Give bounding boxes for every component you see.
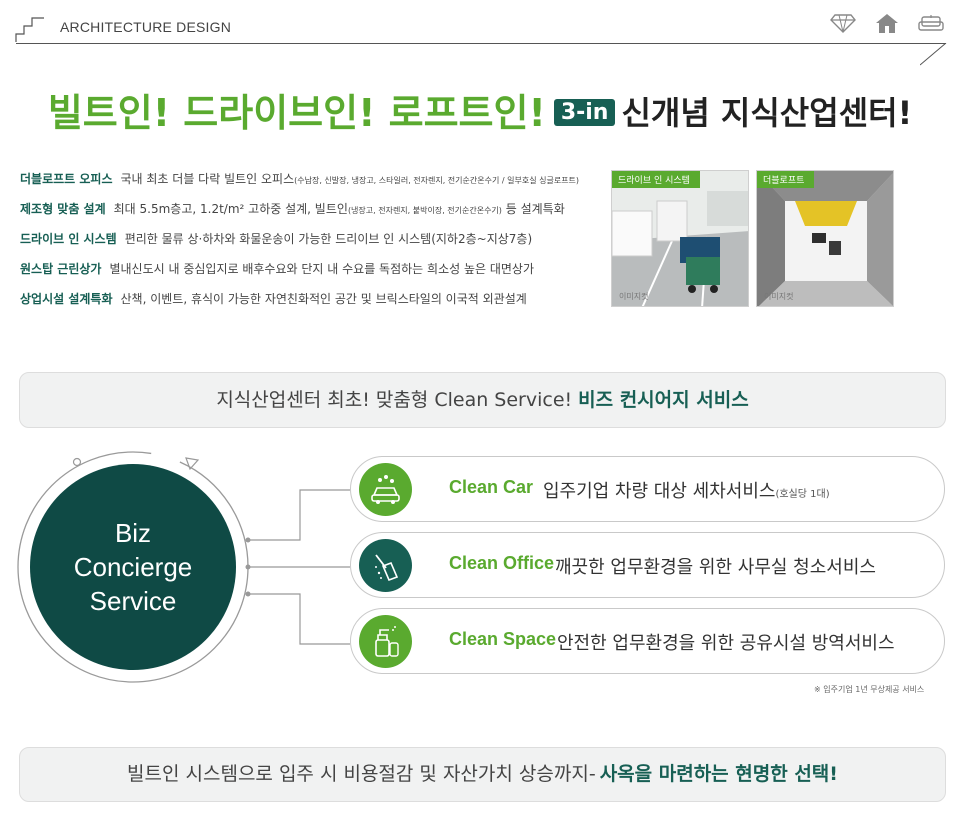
service-desc: 입주기업 차량 대상 세차서비스(호실당 1대)	[543, 477, 830, 503]
service-name: Clean Office	[449, 553, 555, 573]
feature-note: (냉장고, 전자렌지, 붙박이장, 전기순간온수기)	[347, 206, 502, 215]
three-in-badge: 3-in	[553, 99, 616, 126]
feature-row: 더블로프트 오피스 국내 최초 더블 다락 빌트인 오피스(수납장, 신발장, 냉…	[20, 167, 600, 191]
service-clean-office: Clean Office 깨끗한 업무환경을 위한 사무실 청소서비스	[350, 532, 945, 598]
drive-in-photo: 드라이브 인 시스템 이미지컷	[611, 170, 749, 307]
feature-note: (수납장, 신발장, 냉장고, 스타일러, 전자렌지, 전기순간온수기 / 일부…	[294, 176, 580, 185]
feature-row: 원스탑 근린상가 별내신도시 내 중심입지로 배후수요와 단지 내 수요를 독점하…	[20, 257, 600, 281]
stairs-logo-icon	[15, 17, 44, 42]
feature-text: 산책, 이벤트, 휴식이 가능한 자연친화적인 공간 및 브릭스타일의 이국적 …	[120, 292, 527, 306]
photo-caption: 이미지컷	[619, 292, 649, 301]
feature-key: 더블로프트 오피스	[20, 172, 113, 186]
header-divider	[16, 43, 946, 44]
service-desc: 안전한 업무환경을 위한 공유시설 방역서비스	[557, 629, 895, 655]
service-connectors	[17, 451, 350, 683]
photo-tag: 드라이브 인 시스템	[612, 171, 700, 188]
feature-text: 편리한 물류 상·하차와 화물운송이 가능한 드리이브 인 시스템(지하2층~지…	[124, 232, 533, 246]
biz-concierge-circle: Biz Concierge Service	[18, 452, 248, 682]
double-loft-photo: 더블로프트 이미지컷	[756, 170, 894, 307]
feature-text: 국내 최초 더블 다락 빌트인 오피스	[120, 172, 295, 186]
car-wash-icon	[359, 463, 412, 516]
feature-key: 드라이브 인 시스템	[20, 232, 117, 246]
concierge-banner: 지식산업센터 최초! 맞춤형 Clean Service!비즈 컨시어지 서비스	[19, 372, 946, 428]
closing-banner: 빌트인 시스템으로 입주 시 비용절감 및 자산가치 상승까지-사옥을 마련하는…	[19, 747, 946, 802]
header: ARCHITECTURE DESIGN	[0, 0, 960, 70]
feature-list: 더블로프트 오피스 국내 최초 더블 다락 빌트인 오피스(수납장, 신발장, 냉…	[20, 167, 600, 317]
headline-concept: 신개념 지식산업센터!	[621, 94, 913, 132]
feature-key: 상업시설 설계특화	[20, 292, 113, 306]
service-name: Clean Car	[449, 477, 534, 497]
home-icon[interactable]	[874, 12, 900, 34]
concierge-banner-text: 지식산업센터 최초! 맞춤형 Clean Service!	[216, 389, 573, 411]
sofa-icon[interactable]	[918, 12, 944, 34]
photo-tag: 더블로프트	[757, 171, 815, 188]
diamond-icon[interactable]	[830, 12, 856, 34]
double-loft-illustration	[757, 171, 893, 306]
broom-icon	[359, 539, 412, 592]
headline-three-in: 빌트인! 드라이브인! 로프트인!	[47, 91, 546, 135]
feature-row: 드라이브 인 시스템 편리한 물류 상·하차와 화물운송이 가능한 드리이브 인 …	[20, 227, 600, 251]
feature-row: 제조형 맞춤 설계 최대 5.5m층고, 1.2t/m² 고하중 설계, 빌트인(…	[20, 197, 600, 221]
feature-text: 별내신도시 내 중심입지로 배후수요와 단지 내 수요를 독점하는 희소성 높은…	[109, 262, 535, 276]
closing-banner-highlight: 사옥을 마련하는 현명한 선택!	[599, 763, 838, 785]
biz-concierge-title: Biz Concierge Service	[30, 464, 236, 670]
biz-line: Service	[89, 586, 177, 616]
feature-text: 최대 5.5m층고, 1.2t/m² 고하중 설계, 빌트인	[113, 202, 348, 216]
feature-key: 제조형 맞춤 설계	[20, 202, 106, 216]
service-desc-text: 입주기업 차량 대상 세차서비스	[543, 481, 776, 502]
drive-in-illustration	[612, 171, 748, 306]
service-clean-space: Clean Space 안전한 업무환경을 위한 공유시설 방역서비스	[350, 608, 945, 674]
service-clean-car: Clean Car 입주기업 차량 대상 세차서비스(호실당 1대)	[350, 456, 945, 522]
header-icons	[830, 12, 944, 34]
service-desc: 깨끗한 업무환경을 위한 사무실 청소서비스	[555, 553, 876, 579]
feature-row: 상업시설 설계특화 산책, 이벤트, 휴식이 가능한 자연친화적인 공간 및 브릭…	[20, 287, 600, 311]
biz-line: Concierge	[73, 552, 193, 582]
brand-title: ARCHITECTURE DESIGN	[60, 19, 232, 35]
spray-bottle-icon	[359, 615, 412, 668]
header-divider-corner	[920, 43, 947, 66]
closing-banner-text: 빌트인 시스템으로 입주 시 비용절감 및 자산가치 상승까지-	[127, 763, 596, 785]
concierge-banner-highlight: 비즈 컨시어지 서비스	[578, 389, 749, 411]
service-name: Clean Space	[449, 629, 557, 649]
service-desc-text: 안전한 업무환경을 위한 공유시설 방역서비스	[557, 633, 895, 654]
service-desc-note: (호실당 1대)	[775, 489, 830, 500]
service-desc-text: 깨끗한 업무환경을 위한 사무실 청소서비스	[555, 557, 876, 578]
photo-caption: 이미지컷	[764, 292, 794, 301]
feature-text-tail: 등 설계특화	[501, 202, 565, 216]
service-footnote: ※ 입주기업 1년 무상제공 서비스	[814, 685, 925, 694]
biz-line: Biz	[114, 518, 152, 548]
feature-key: 원스탑 근린상가	[20, 262, 102, 276]
